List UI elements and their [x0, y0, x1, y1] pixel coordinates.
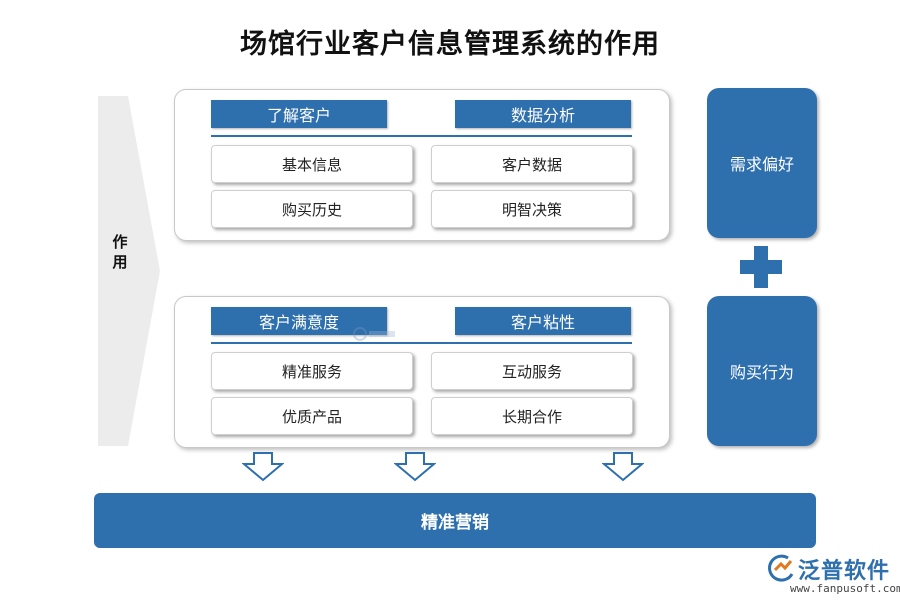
side-chevron-arrow — [98, 96, 160, 446]
panel-header-left: 客户满意度 — [211, 307, 387, 335]
panel-header-left: 了解客户 — [211, 100, 387, 128]
panel-header-right: 数据分析 — [455, 100, 631, 128]
box-purchase-behavior: 购买行为 — [707, 296, 817, 446]
item-cell: 优质产品 — [211, 397, 413, 435]
item-cell: 基本信息 — [211, 145, 413, 183]
box-demand-preference: 需求偏好 — [707, 88, 817, 238]
fanpu-logo: 泛普软件 www.fanpusoft.com — [766, 552, 900, 598]
panel-understand-customer: 了解客户 数据分析 基本信息 客户数据 购买历史 明智决策 — [174, 89, 670, 241]
panel-header-right: 客户粘性 — [455, 307, 631, 335]
item-cell: 互动服务 — [431, 352, 633, 390]
header-divider — [211, 135, 632, 137]
side-label: 作用 — [112, 233, 128, 271]
panel-customer-satisfaction: 客户满意度 客户粘性 精准服务 互动服务 优质产品 长期合作 — [174, 296, 670, 448]
item-cell: 购买历史 — [211, 190, 413, 228]
logo-url: www.fanpusoft.com — [790, 582, 900, 595]
down-arrow-icon — [602, 452, 644, 482]
item-cell: 精准服务 — [211, 352, 413, 390]
logo-name: 泛普软件 — [798, 559, 891, 584]
item-cell: 明智决策 — [431, 190, 633, 228]
item-cell: 长期合作 — [431, 397, 633, 435]
diagram-title: 场馆行业客户信息管理系统的作用 — [240, 29, 660, 60]
plus-icon — [740, 246, 782, 288]
down-arrow-icon — [394, 452, 436, 482]
item-cell: 客户数据 — [431, 145, 633, 183]
watermark-logo-icon — [353, 327, 395, 341]
precision-marketing-bar: 精准营销 — [94, 493, 816, 548]
down-arrow-icon — [242, 452, 284, 482]
fanpu-logo-icon — [768, 554, 794, 582]
header-divider — [211, 342, 632, 344]
